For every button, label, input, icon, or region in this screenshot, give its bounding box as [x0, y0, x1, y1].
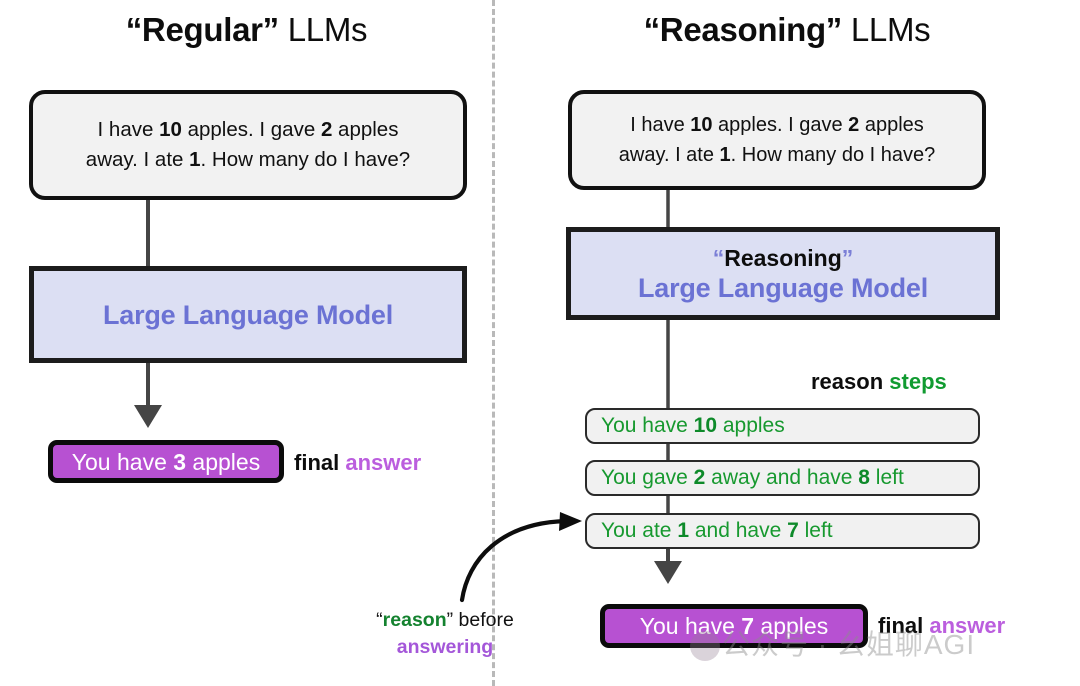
right-answer-text: You have 7 apples [639, 613, 829, 639]
right-llm-label: Large Language Model [637, 272, 929, 303]
right-llm-box: “Reasoning” Large Language Model [566, 227, 1000, 320]
right-column-title: “Reasoning” LLMs [494, 10, 1080, 50]
left-title-rest: LLMs [278, 11, 368, 48]
watermark-text: 公众号 · 幺姐聊AGI [722, 629, 976, 660]
left-prompt-box: I have 10 apples. I gave 2 apples away. … [29, 90, 467, 200]
right-answer-tag-colored: answer [929, 613, 1006, 638]
reason-before-answering-note: “reason” before answering [335, 607, 555, 661]
note-line-1: “reason” before [335, 607, 555, 634]
right-title-rest: LLMs [842, 11, 931, 48]
arrowhead-left-to-answer [134, 405, 162, 428]
annotation-arrowhead [559, 512, 582, 531]
reasoning-step-1: You have 10 apples [585, 408, 980, 444]
right-llm-quote-open: “ [712, 244, 725, 271]
annotation-curved-arrow [459, 518, 569, 603]
note-quote-open: “ [376, 609, 383, 631]
note-purple-word: answering [396, 636, 494, 658]
reasoning-step-2-text: You gave 2 away and have 8 left [601, 466, 904, 489]
left-prompt-text: I have 10 apples. I gave 2 apples away. … [85, 118, 411, 171]
note-green-word: reason [382, 609, 447, 631]
reason-steps-tag-black: reason [811, 369, 890, 394]
right-answer-tag: final answer [878, 612, 1005, 639]
note-line-2: answering [335, 634, 555, 661]
right-llm-headline: “Reasoning” [713, 244, 854, 272]
reason-steps-tag-colored: steps [889, 369, 947, 394]
reasoning-step-3: You ate 1 and have 7 left [585, 513, 980, 549]
right-prompt-box: I have 10 apples. I gave 2 apples away. … [568, 90, 986, 190]
left-title-quoted: “Regular” [125, 11, 279, 48]
left-llm-label: Large Language Model [102, 299, 394, 330]
right-title-quoted: “Reasoning” [643, 11, 843, 48]
reason-steps-tag: reason steps [811, 368, 947, 395]
reasoning-step-2: You gave 2 away and have 8 left [585, 460, 980, 496]
right-answer-tag-black: final [878, 613, 930, 638]
wechat-badge-icon [690, 631, 720, 661]
left-llm-box: Large Language Model [29, 266, 467, 363]
arrowhead-right-to-answer [654, 561, 682, 584]
left-column-title: “Regular” LLMs [0, 10, 493, 50]
left-answer-chip: You have 3 apples [48, 440, 284, 483]
reasoning-step-3-text: You ate 1 and have 7 left [601, 519, 833, 542]
left-answer-tag-black: final [294, 450, 346, 475]
left-answer-text: You have 3 apples [71, 448, 261, 475]
right-answer-chip: You have 7 apples [600, 604, 868, 648]
left-answer-tag-colored: answer [345, 450, 422, 475]
right-prompt-text: I have 10 apples. I gave 2 apples away. … [618, 114, 936, 166]
column-divider [492, 0, 495, 686]
reasoning-step-1-text: You have 10 apples [601, 414, 785, 437]
left-answer-tag: final answer [294, 449, 421, 476]
right-llm-quote-close: ” [841, 244, 854, 271]
note-line1-rest: ” before [446, 609, 514, 631]
right-llm-word: Reasoning [724, 244, 842, 271]
